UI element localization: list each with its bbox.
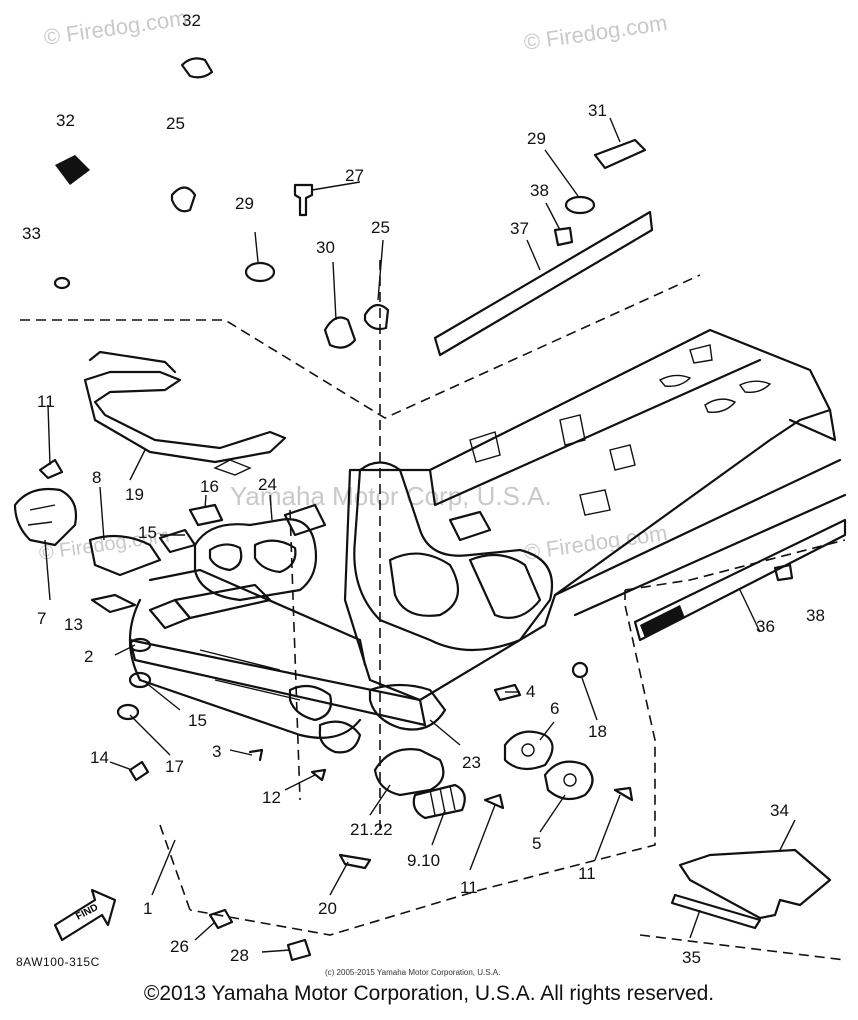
- part-21-22-housing: [373, 748, 445, 797]
- callout-2: 2: [84, 647, 93, 666]
- part-26-clip: [208, 908, 234, 930]
- part-11-clip-b: [483, 793, 505, 810]
- left-frame: [128, 568, 447, 754]
- callout-7: 7: [37, 609, 46, 628]
- part-13-clip: [90, 593, 137, 614]
- part-15-plate: [158, 528, 197, 554]
- part-29-cap-b: [564, 195, 596, 215]
- callout-19: 19: [125, 485, 144, 504]
- callout-32-top: 32: [182, 11, 201, 30]
- callout-15-top: 15: [138, 523, 157, 542]
- part-31-bracket: [593, 138, 647, 170]
- callout-11-mid: 11: [460, 878, 478, 897]
- watermark-top-left: © Firedog.com: [42, 5, 189, 50]
- part-11-clip-a: [38, 458, 64, 480]
- part-36-rail: [633, 518, 847, 642]
- part-32-pad-a: [180, 57, 214, 79]
- callout-26: 26: [170, 937, 189, 956]
- callout-29-right: 29: [527, 129, 546, 148]
- part-38-clip-b: [773, 563, 794, 582]
- part-16-bracket: [188, 503, 224, 527]
- part-25-grommet-b: [363, 303, 390, 331]
- callout-12: 12: [262, 788, 281, 807]
- callout-6: 6: [550, 699, 559, 718]
- callout-9-10: 9.10: [407, 851, 440, 870]
- main-frame: [343, 328, 847, 702]
- callout-labels: 32 32 25 33 27 29 30 25 31 29 38 37 11 8…: [22, 11, 825, 967]
- callout-13: 13: [64, 615, 83, 634]
- part-34-plate: [678, 848, 832, 920]
- leader-lines: [44, 117, 796, 953]
- callout-21-22: 21.22: [350, 820, 393, 839]
- callout-30: 30: [316, 238, 335, 257]
- part-2-washer: [128, 637, 152, 653]
- callout-37: 37: [510, 219, 529, 238]
- callout-18: 18: [588, 722, 607, 741]
- part-12-bolt: [310, 768, 327, 782]
- callout-38-right: 38: [806, 606, 825, 625]
- callout-1: 1: [143, 899, 152, 918]
- callout-16: 16: [200, 477, 219, 496]
- watermark-top-right: © Firedog.com: [522, 10, 669, 55]
- callout-14: 14: [90, 748, 109, 767]
- part-35-strip: [670, 893, 762, 930]
- callout-28: 28: [230, 946, 249, 965]
- part-5-plate: [543, 760, 594, 801]
- callout-17: 17: [165, 757, 184, 776]
- callout-3: 3: [212, 742, 221, 761]
- part-38-clip-a: [553, 226, 574, 247]
- part-33-cap: [53, 276, 71, 290]
- callout-23: 23: [462, 753, 481, 772]
- part-20-pin: [338, 853, 372, 870]
- part-14-bolt: [128, 760, 150, 782]
- part-30-plug: [323, 316, 357, 349]
- callout-38-top: 38: [530, 181, 549, 200]
- part-37-rail: [433, 210, 654, 357]
- small-copyright: (c) 2005-2015 Yamaha Motor Corporation, …: [325, 968, 501, 977]
- diagram-code: 8AW100-315C: [16, 955, 100, 969]
- callout-29-left: 29: [235, 194, 254, 213]
- callout-25-top: 25: [166, 114, 185, 133]
- callout-11-left: 11: [37, 392, 55, 411]
- callout-35: 35: [682, 948, 701, 967]
- callout-15-bottom: 15: [188, 711, 207, 730]
- part-7-cover: [13, 487, 78, 547]
- part-4-clip: [493, 683, 522, 702]
- part-11-clip-c: [613, 786, 634, 802]
- part-24-bracket: [193, 503, 327, 602]
- part-3-bolt: [248, 748, 264, 762]
- callout-33: 33: [22, 224, 41, 243]
- callout-8: 8: [92, 468, 101, 487]
- part-17-nut: [116, 703, 140, 721]
- part-19-bar: [83, 350, 287, 476]
- part-27-bolt: [293, 183, 314, 217]
- part-32-pad-b: [55, 155, 90, 185]
- part-28-clip: [286, 938, 312, 962]
- part-8-plate: [88, 534, 162, 577]
- callout-20: 20: [318, 899, 337, 918]
- part-25-grommet-a: [170, 186, 197, 213]
- watermark-center-right: © Firedog.com: [522, 520, 669, 565]
- callout-31: 31: [588, 101, 607, 120]
- callout-27: 27: [345, 166, 364, 185]
- part-29-cap-a: [244, 261, 276, 283]
- callout-32-left: 32: [56, 111, 75, 130]
- find-arrow-icon: FIND: [53, 888, 117, 942]
- dashed-boundaries: [20, 260, 846, 961]
- part-18-cap: [571, 661, 589, 679]
- part-6-plate: [503, 730, 554, 771]
- callout-34: 34: [770, 801, 789, 820]
- callout-4: 4: [526, 682, 535, 701]
- watermark-center: Yamaha Motor Corp, U.S.A.: [230, 481, 552, 511]
- callout-5: 5: [532, 834, 541, 853]
- part-9-10-cylinder: [412, 783, 466, 820]
- callout-25-mid: 25: [371, 218, 390, 237]
- callout-24: 24: [258, 475, 277, 494]
- part-15-washer: [128, 671, 152, 689]
- callout-36: 36: [756, 617, 775, 636]
- callout-11-right: 11: [578, 864, 596, 883]
- footer-copyright: ©2013 Yamaha Motor Corporation, U.S.A. A…: [143, 982, 715, 1005]
